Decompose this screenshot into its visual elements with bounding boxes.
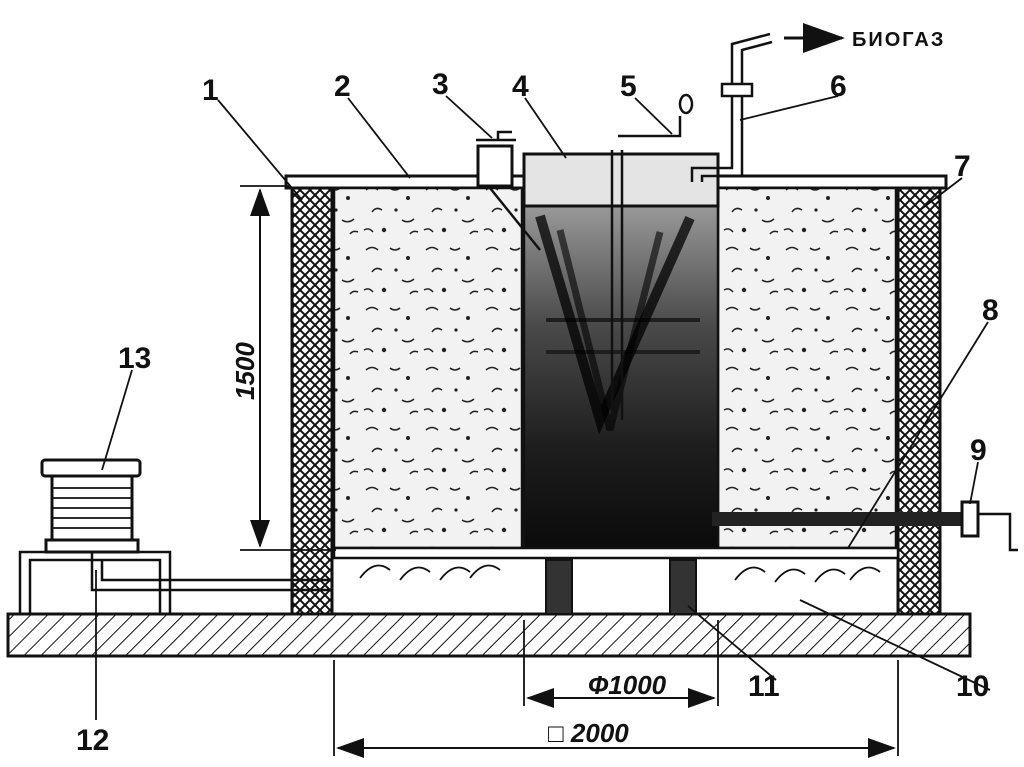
label-10: 10 — [956, 670, 989, 703]
gas-pipe — [690, 23, 845, 182]
label-13: 13 — [118, 342, 151, 375]
burner — [18, 458, 330, 614]
dimension-inner-diameter: Ф1000 — [588, 670, 667, 700]
label-7: 7 — [954, 150, 971, 183]
label-8: 8 — [982, 294, 999, 327]
dimension-outer-width: □ 2000 — [548, 718, 629, 748]
label-6: 6 — [830, 70, 847, 103]
label-4: 4 — [512, 70, 529, 103]
leader-lines — [95, 95, 991, 720]
heating-floor — [332, 546, 900, 615]
foundation-slab — [6, 612, 972, 658]
dimension-height: 1500 — [230, 342, 260, 400]
loading-neck — [476, 130, 541, 251]
label-3: 3 — [432, 68, 449, 101]
label-5: 5 — [620, 70, 637, 103]
dimension-lines — [240, 185, 899, 758]
label-1: 1 — [202, 74, 219, 107]
biogas-label: БИОГАЗ — [852, 29, 945, 51]
label-12: 12 — [76, 724, 109, 757]
biomass-chambers — [332, 186, 898, 550]
stirrer-handle — [610, 93, 694, 420]
label-2: 2 — [334, 70, 351, 103]
label-9: 9 — [970, 434, 987, 467]
label-11: 11 — [748, 670, 780, 703]
insulation-walls — [290, 184, 942, 616]
callout-labels: 1 2 3 4 5 6 7 8 9 10 11 12 13 БИОГАЗ 150… — [76, 29, 999, 757]
